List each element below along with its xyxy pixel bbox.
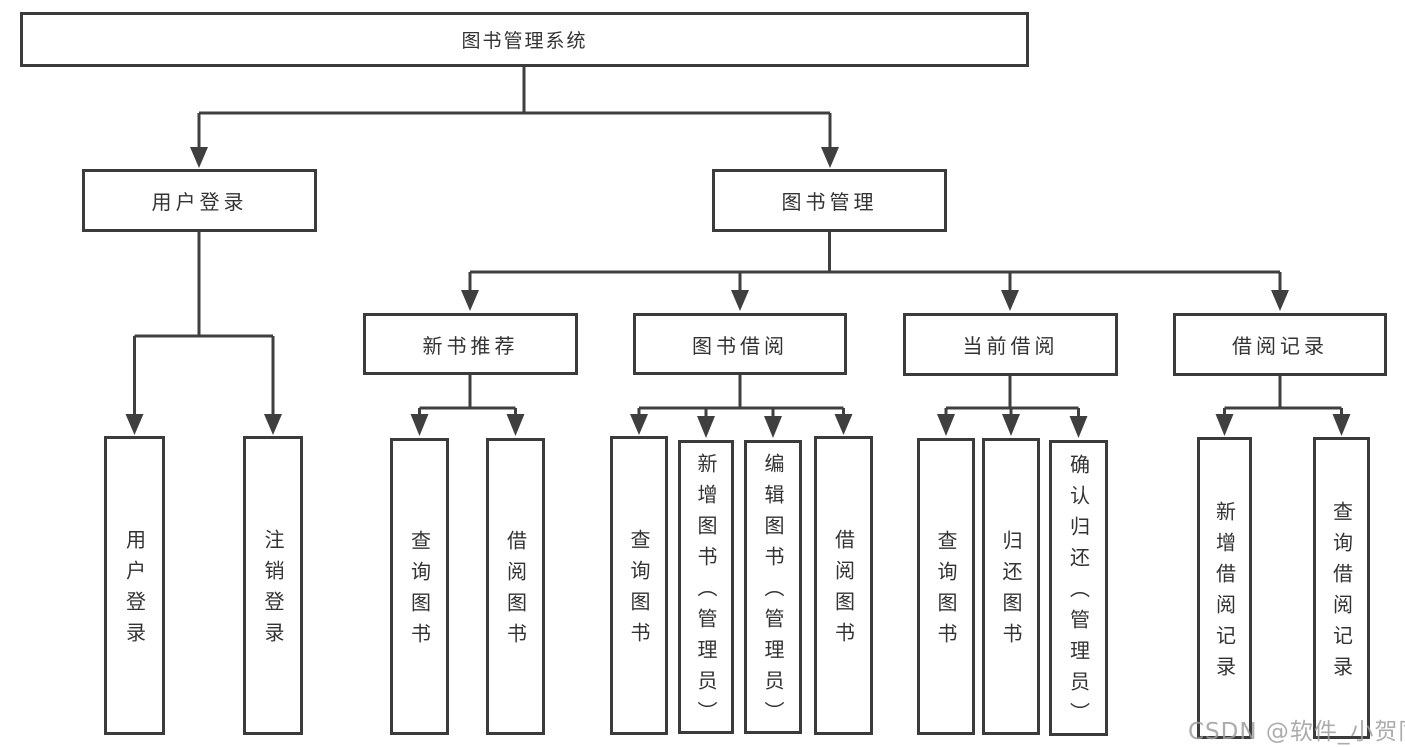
node-label: 当前借阅 <box>962 334 1059 358</box>
node-new-book-recommendation: 新书推荐 <box>363 313 578 375</box>
node-label: 查询借阅记录 <box>1329 500 1354 687</box>
node-label: 借阅记录 <box>1232 334 1328 358</box>
node-leaf-borrow-books-borrowing: 借阅图书 <box>814 436 873 735</box>
node-label: 图书管理系统 <box>461 30 588 52</box>
node-label: 借阅图书 <box>831 529 856 653</box>
node-label: 编辑图书（管理员） <box>761 453 785 732</box>
node-user-login: 用户登录 <box>82 169 317 232</box>
node-label: 图书管理 <box>781 190 878 214</box>
node-leaf-query-books-recommend: 查询图书 <box>390 438 449 735</box>
node-leaf-confirm-return-admin: 确认归还（管理员） <box>1049 440 1108 736</box>
node-label: 归还图书 <box>999 530 1023 654</box>
node-label: 注销登录 <box>261 529 285 653</box>
node-label: 查询图书 <box>407 530 432 654</box>
node-leaf-user-login: 用户登录 <box>104 436 165 735</box>
node-leaf-add-book-admin: 新增图书（管理员） <box>678 440 734 734</box>
node-library-management-system: 图书管理系统 <box>20 12 1029 67</box>
node-leaf-query-books-borrowing: 查询图书 <box>610 436 668 735</box>
node-label: 图书借阅 <box>692 333 788 358</box>
node-leaf-edit-book-admin: 编辑图书（管理员） <box>744 440 802 734</box>
node-leaf-return-books: 归还图书 <box>982 438 1040 735</box>
node-borrowing-records: 借阅记录 <box>1173 313 1387 376</box>
node-label: 查询图书 <box>934 530 958 654</box>
node-label: 借阅图书 <box>503 530 528 654</box>
node-label: 新增图书（管理员） <box>694 453 718 732</box>
node-leaf-add-borrow-record: 新增借阅记录 <box>1197 437 1252 739</box>
node-leaf-query-borrow-record: 查询借阅记录 <box>1313 437 1370 739</box>
csdn-watermark: CSDN @软件_小贺同学 <box>1188 719 1405 745</box>
node-leaf-query-books-current: 查询图书 <box>917 438 975 735</box>
node-book-borrowing: 图书借阅 <box>633 313 847 375</box>
node-label: 查询图书 <box>627 529 651 653</box>
node-book-management: 图书管理 <box>712 169 947 232</box>
node-label: 用户登录 <box>122 529 147 653</box>
node-leaf-logout: 注销登录 <box>243 436 303 735</box>
node-current-borrowing: 当前借阅 <box>903 313 1118 376</box>
node-label: 确认归还（管理员） <box>1066 454 1091 733</box>
node-leaf-borrow-books-recommend: 借阅图书 <box>486 438 545 735</box>
node-label: 新增借阅记录 <box>1212 500 1237 687</box>
node-label: 新书推荐 <box>422 333 519 358</box>
node-label: 用户登录 <box>151 190 248 214</box>
